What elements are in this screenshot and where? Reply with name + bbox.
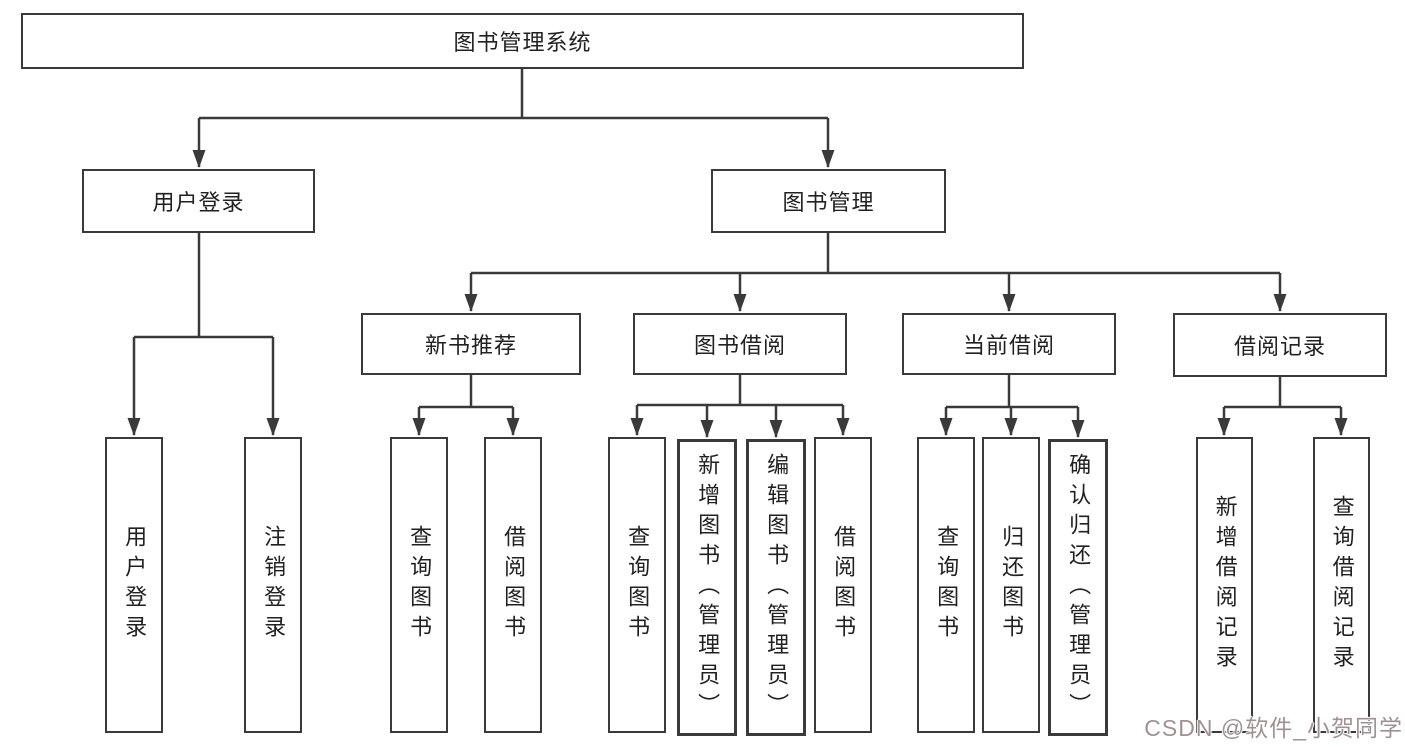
node-current-borrow: 当前借阅 [902, 313, 1116, 375]
node-leaf-logout: 注销登录 [244, 437, 302, 733]
node-leaf-query-books-0: 查询图书 [390, 437, 448, 733]
connector-book-management-trunk [471, 233, 1280, 275]
node-leaf-return-book-label: 归还图书 [999, 525, 1025, 645]
node-leaf-user-login-label: 用户登录 [122, 525, 148, 645]
node-leaf-borrow-books-0-label: 借阅图书 [501, 525, 527, 645]
node-leaf-confirm-return-admin: 确认归还（管理员） [1048, 439, 1108, 736]
node-leaf-add-book-admin: 新增图书（管理员） [677, 439, 737, 736]
connector-borrow-records-trunk [1224, 377, 1341, 409]
connector-book-borrow-trunk [637, 375, 843, 407]
node-leaf-query-books-0-label: 查询图书 [407, 525, 433, 645]
node-book-management-label: 图书管理 [782, 190, 875, 215]
node-new-book-recommend-label: 新书推荐 [424, 333, 517, 358]
node-leaf-query-borrow-record-label: 查询借阅记录 [1329, 495, 1355, 675]
node-leaf-query-borrow-record: 查询借阅记录 [1313, 437, 1370, 733]
node-leaf-borrow-books-0: 借阅图书 [484, 437, 542, 733]
node-leaf-add-borrow-record-label: 新增借阅记录 [1212, 495, 1238, 675]
node-leaf-user-login: 用户登录 [105, 437, 163, 733]
node-leaf-confirm-return-admin-label: 确认归还（管理员） [1066, 452, 1092, 723]
node-borrow-records-label: 借阅记录 [1233, 334, 1326, 359]
node-leaf-query-books-1: 查询图书 [608, 437, 666, 733]
connector-new-book-trunk [419, 375, 513, 409]
node-book-borrow-label: 图书借阅 [693, 333, 786, 358]
node-leaf-edit-book-admin: 编辑图书（管理员） [746, 439, 806, 736]
node-leaf-query-books-2-label: 查询图书 [934, 525, 960, 645]
node-leaf-borrow-books-1: 借阅图书 [814, 437, 872, 733]
node-leaf-query-books-1-label: 查询图书 [625, 525, 651, 645]
node-leaf-logout-label: 注销登录 [261, 525, 287, 645]
connector-current-borrow-trunk [946, 375, 1078, 409]
node-new-book-recommend: 新书推荐 [361, 313, 581, 375]
connector-root-trunk [199, 69, 828, 120]
connector-user-login-trunk [134, 233, 273, 339]
node-user-login: 用户登录 [82, 169, 315, 233]
node-current-borrow-label: 当前借阅 [962, 333, 1055, 358]
node-leaf-return-book: 归还图书 [982, 437, 1040, 733]
node-library-system-label: 图书管理系统 [453, 30, 592, 55]
node-user-login-label: 用户登录 [152, 190, 245, 215]
node-book-management: 图书管理 [711, 169, 946, 233]
node-borrow-records: 借阅记录 [1173, 313, 1387, 377]
node-leaf-edit-book-admin-label: 编辑图书（管理员） [764, 452, 790, 723]
node-leaf-query-books-2: 查询图书 [917, 437, 975, 733]
node-leaf-add-book-admin-label: 新增图书（管理员） [695, 452, 721, 723]
node-leaf-add-borrow-record: 新增借阅记录 [1196, 437, 1253, 733]
node-book-borrow: 图书借阅 [633, 313, 847, 375]
node-library-system: 图书管理系统 [21, 13, 1024, 69]
node-leaf-borrow-books-1-label: 借阅图书 [831, 525, 857, 645]
